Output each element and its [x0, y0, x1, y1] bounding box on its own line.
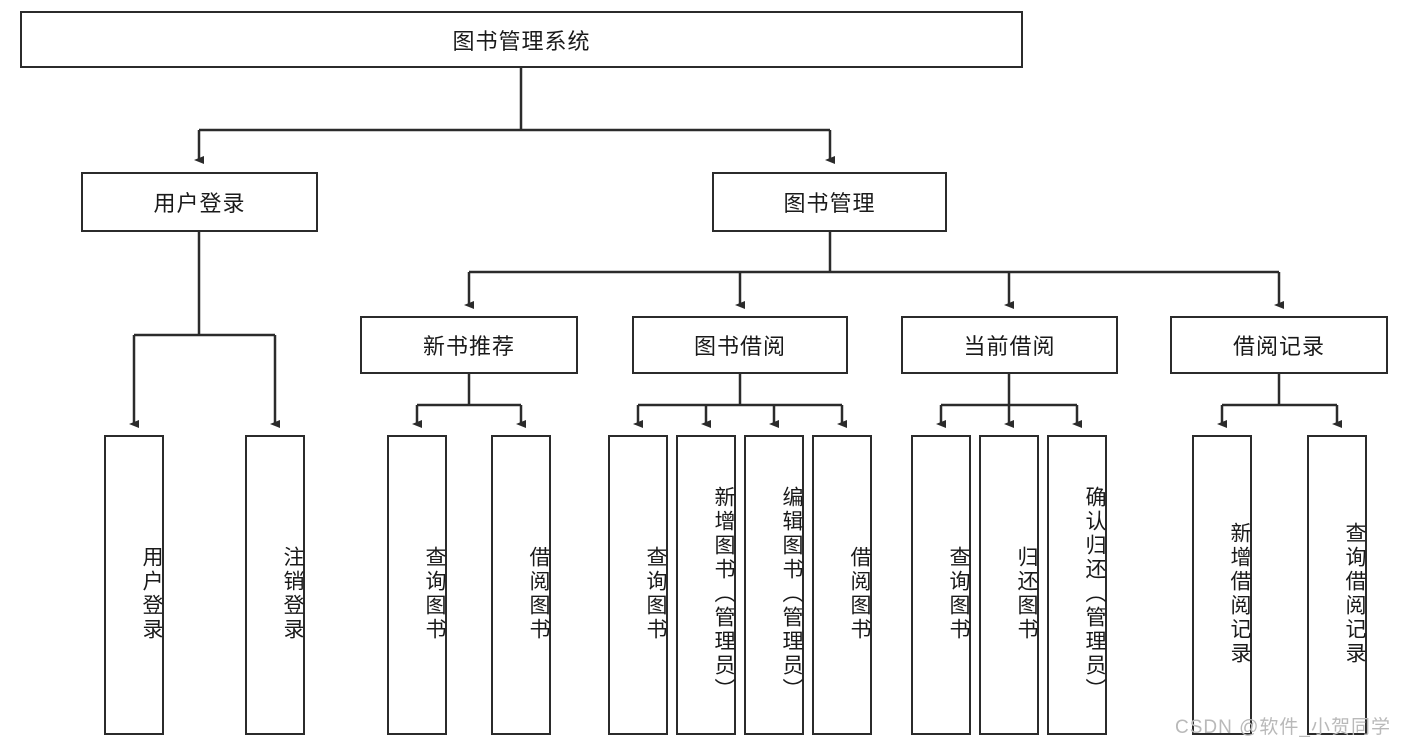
leaf-label: 新增图书（管理员）	[712, 486, 735, 702]
node-user-login[interactable]: 用户登录	[81, 172, 318, 232]
node-user-login-label: 用户登录	[153, 191, 246, 216]
node-root-system[interactable]: 图书管理系统	[20, 11, 1023, 68]
node-root-label: 图书管理系统	[452, 28, 591, 54]
leaf-label: 编辑图书（管理员）	[780, 486, 803, 702]
leaf-label: 确认归还（管理员）	[1083, 486, 1106, 702]
node-book-manage-label: 图书管理	[783, 191, 876, 216]
leaf-borrow-record-add[interactable]: 新增借阅记录	[1192, 435, 1252, 735]
leaf-book-borrow-borrow[interactable]: 借阅图书	[812, 435, 872, 735]
leaf-label: 归还图书	[1015, 546, 1038, 642]
leaf-label: 查询借阅记录	[1343, 522, 1366, 666]
leaf-label: 查询图书	[423, 546, 446, 642]
leaf-current-borrow-confirm[interactable]: 确认归还（管理员）	[1047, 435, 1107, 735]
leaf-label: 借阅图书	[848, 546, 871, 642]
node-borrow-record-label: 借阅记录	[1232, 334, 1325, 359]
leaf-user-login-logout[interactable]: 注销登录	[245, 435, 305, 735]
node-new-book-recommend-label: 新书推荐	[422, 334, 515, 359]
leaf-label: 查询图书	[947, 546, 970, 642]
node-current-borrow[interactable]: 当前借阅	[901, 316, 1118, 374]
leaf-book-borrow-query[interactable]: 查询图书	[608, 435, 668, 735]
leaf-new-book-borrow[interactable]: 借阅图书	[491, 435, 551, 735]
node-new-book-recommend[interactable]: 新书推荐	[360, 316, 578, 374]
leaf-label: 新增借阅记录	[1228, 522, 1251, 666]
watermark-text: CSDN @软件_小贺同学	[1175, 717, 1391, 738]
leaf-label: 注销登录	[281, 546, 304, 642]
leaf-book-borrow-edit[interactable]: 编辑图书（管理员）	[744, 435, 804, 735]
leaf-book-borrow-add[interactable]: 新增图书（管理员）	[676, 435, 736, 735]
node-book-borrow[interactable]: 图书借阅	[632, 316, 848, 374]
leaf-new-book-query[interactable]: 查询图书	[387, 435, 447, 735]
node-book-borrow-label: 图书借阅	[693, 334, 786, 359]
node-borrow-record[interactable]: 借阅记录	[1170, 316, 1388, 374]
leaf-current-borrow-return[interactable]: 归还图书	[979, 435, 1039, 735]
node-book-manage[interactable]: 图书管理	[712, 172, 947, 232]
leaf-label: 借阅图书	[527, 546, 550, 642]
leaf-current-borrow-query[interactable]: 查询图书	[911, 435, 971, 735]
leaf-borrow-record-query[interactable]: 查询借阅记录	[1307, 435, 1367, 735]
node-current-borrow-label: 当前借阅	[963, 334, 1056, 359]
leaf-label: 查询图书	[644, 546, 667, 642]
leaf-label: 用户登录	[140, 546, 163, 642]
leaf-user-login-login[interactable]: 用户登录	[104, 435, 164, 735]
